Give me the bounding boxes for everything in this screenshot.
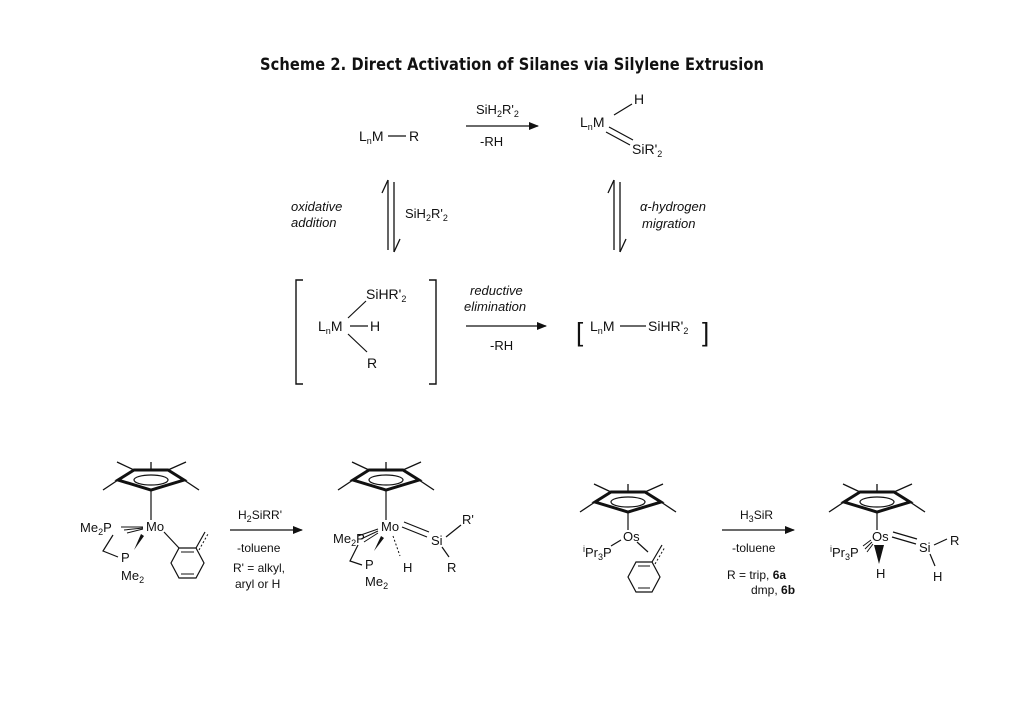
equilibrium-oxidative-addition: oxidative addition SiH2R'2 xyxy=(291,179,448,253)
svg-text:H: H xyxy=(634,91,644,107)
svg-text:SiR'2: SiR'2 xyxy=(632,141,662,159)
mo-benzyl-complex: Mo Me2P P Me2 xyxy=(80,461,209,585)
svg-text:LnM: LnM xyxy=(359,128,383,146)
svg-text:Mo: Mo xyxy=(146,519,164,534)
svg-text:R': R' xyxy=(462,512,474,527)
svg-text:-RH: -RH xyxy=(480,134,503,149)
svg-text:H: H xyxy=(370,318,380,334)
oxidative-addition-intermediate: LnM SiHR'2 H R xyxy=(295,279,437,385)
svg-text:-RH: -RH xyxy=(490,338,513,353)
lnm-r-start: LnM R xyxy=(359,128,419,146)
svg-text:Os: Os xyxy=(872,529,889,544)
svg-text:Me2P: Me2P xyxy=(80,520,112,537)
os-benzyl-complex: Os iPr3P xyxy=(579,483,677,593)
svg-text:]: ] xyxy=(702,317,709,347)
svg-text:iPr3P: iPr3P xyxy=(583,544,612,562)
svg-text:H: H xyxy=(933,569,942,584)
equilibrium-alpha-migration: α-hydrogen migration xyxy=(607,179,706,253)
svg-text:LnM: LnM xyxy=(590,318,614,336)
svg-text:Me2P: Me2P xyxy=(333,531,365,548)
cp-star-ring-4 xyxy=(828,483,926,530)
svg-text:H2SiRR': H2SiRR' xyxy=(238,508,282,524)
cp-star-ring-3 xyxy=(579,483,677,530)
svg-text:addition: addition xyxy=(291,215,337,230)
svg-text:LnM: LnM xyxy=(318,318,342,336)
cp-star-ring xyxy=(102,461,200,520)
svg-text:H: H xyxy=(403,560,412,575)
svg-text:Mo: Mo xyxy=(381,519,399,534)
svg-text:Me2: Me2 xyxy=(121,568,144,585)
svg-text:SiH2R'2: SiH2R'2 xyxy=(405,206,448,223)
benzyl-ring-os xyxy=(627,544,666,593)
svg-text:Me2: Me2 xyxy=(365,574,388,591)
svg-text:SiH2R'2: SiH2R'2 xyxy=(476,102,519,119)
svg-text:elimination: elimination xyxy=(464,299,526,314)
svg-text:aryl or H: aryl or H xyxy=(235,577,280,591)
svg-text:reductive: reductive xyxy=(470,283,523,298)
arrow-silane-top: SiH2R'2 -RH xyxy=(466,102,539,149)
svg-text:R' = alkyl,: R' = alkyl, xyxy=(233,561,285,575)
metal-silylene-product: LnM H SiR'2 xyxy=(580,91,662,159)
svg-text:LnM: LnM xyxy=(580,114,604,132)
arrow-os-reaction: H3SiR -toluene R = trip, 6a dmp, 6b xyxy=(722,508,795,597)
svg-text:SiHR'2: SiHR'2 xyxy=(648,318,688,336)
mo-silylene-complex: Mo Me2P P Me2 H Si R' R xyxy=(333,461,474,591)
svg-text:R: R xyxy=(447,560,456,575)
svg-text:R: R xyxy=(409,128,419,144)
svg-text:P: P xyxy=(121,550,130,565)
svg-text:Si: Si xyxy=(431,533,443,548)
cp-star-ring-2 xyxy=(337,461,435,520)
svg-text:Si: Si xyxy=(919,540,931,555)
svg-text:-toluene: -toluene xyxy=(732,541,776,555)
arrow-reductive-elimination: reductive elimination -RH xyxy=(464,283,547,353)
svg-text:migration: migration xyxy=(642,216,695,231)
svg-text:-toluene: -toluene xyxy=(237,541,281,555)
svg-text:R: R xyxy=(367,355,377,371)
scheme-title: Scheme 2. Direct Activation of Silanes v… xyxy=(260,55,764,75)
svg-text:oxidative: oxidative xyxy=(291,199,342,214)
os-silylene-complex: Os iPr3P H Si R H xyxy=(828,483,959,584)
svg-text:α-hydrogen: α-hydrogen xyxy=(640,199,706,214)
svg-text:Os: Os xyxy=(623,529,640,544)
svg-text:dmp, 6b: dmp, 6b xyxy=(751,583,795,597)
svg-text:R = trip, 6a: R = trip, 6a xyxy=(727,568,786,582)
benzyl-ring xyxy=(170,531,209,579)
svg-text:H: H xyxy=(876,566,885,581)
svg-text:R: R xyxy=(950,533,959,548)
svg-text:H3SiR: H3SiR xyxy=(740,508,773,524)
svg-text:[: [ xyxy=(576,317,584,347)
metal-silyl-product: [ LnM SiHR'2 ] xyxy=(576,317,709,347)
svg-text:P: P xyxy=(365,557,374,572)
arrow-mo-reaction: H2SiRR' -toluene R' = alkyl, aryl or H xyxy=(230,508,303,591)
svg-text:SiHR'2: SiHR'2 xyxy=(366,286,406,304)
svg-text:iPr3P: iPr3P xyxy=(830,544,859,562)
